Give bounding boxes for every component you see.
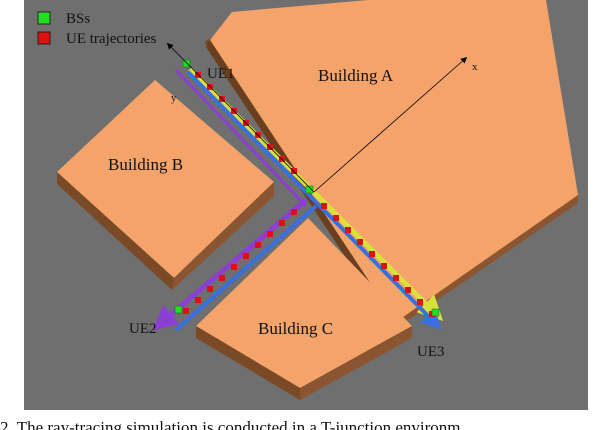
legend: BSs UE trajectories	[37, 11, 157, 47]
building-b-label: Building B	[108, 155, 183, 174]
y-axis-label: y	[171, 92, 177, 104]
ue2-trajectory-arrow-blue	[174, 204, 318, 332]
ue2-trajectory-points	[183, 209, 297, 314]
figure-caption-text: 2. The ray-tracing simulation is conduct…	[0, 418, 461, 430]
y-axis-arrow	[166, 42, 315, 193]
building-c	[196, 218, 412, 400]
ue2-label: UE2	[129, 321, 157, 337]
ue1-label: UE1	[207, 66, 235, 82]
building-c-label: Building C	[258, 319, 333, 338]
ue3-trajectory-arrow	[186, 70, 442, 330]
legend-bs-swatch	[37, 11, 51, 25]
legend-ue-swatch	[37, 31, 51, 45]
scene-diagram: x y Building A Building B Building C UE1…	[24, 0, 588, 410]
base-stations	[174, 59, 440, 317]
legend-bs-label: BSs	[66, 11, 90, 27]
building-a-label: Building A	[318, 66, 394, 85]
ue1-trajectory-arrow-purple	[174, 68, 308, 208]
ue3-label: UE3	[417, 344, 445, 360]
figure-caption: 2. The ray-tracing simulation is conduct…	[0, 416, 612, 430]
x-axis-arrow	[313, 56, 468, 193]
building-b	[57, 80, 274, 290]
x-axis-label: x	[472, 61, 478, 73]
legend-ue-label: UE trajectories	[66, 31, 157, 47]
